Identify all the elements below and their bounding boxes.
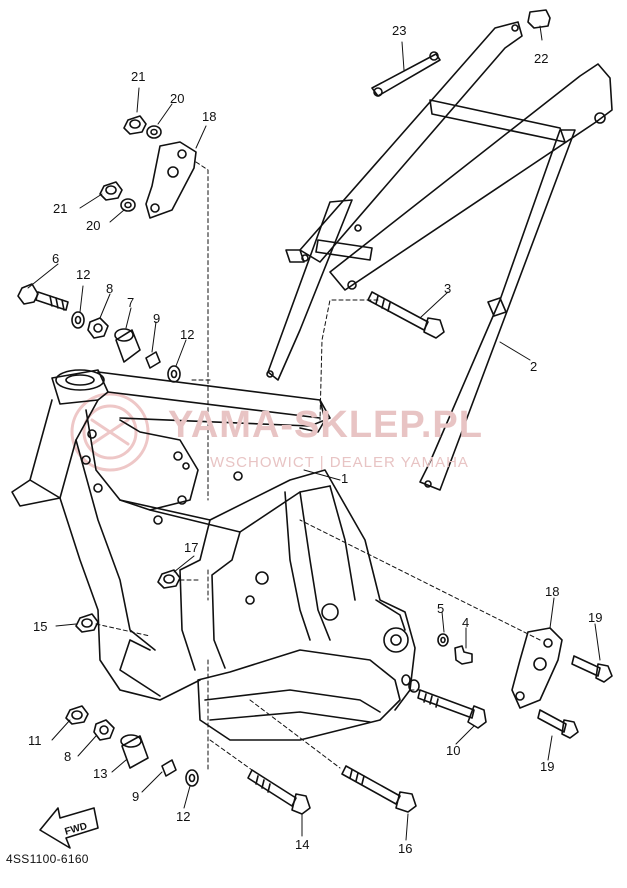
callout-3: 3 — [444, 281, 452, 296]
callout-16: 16 — [398, 841, 413, 856]
callout-4: 4 — [462, 615, 470, 630]
bushings-and-washers — [71, 311, 449, 787]
callout-15: 15 — [33, 619, 48, 634]
callout-19: 19 — [588, 610, 603, 625]
callout-12: 12 — [176, 809, 191, 824]
callout-8: 8 — [106, 281, 114, 296]
fwd-arrow-icon: FWD — [39, 807, 99, 849]
callout-19: 19 — [540, 759, 555, 774]
watermark-subtitle: WSCHOWICT | DEALER YAMAHA — [210, 454, 469, 471]
callout-20: 20 — [170, 91, 185, 106]
callout-9: 9 — [153, 311, 161, 326]
right-engine-bracket — [511, 627, 563, 709]
callout-13: 13 — [93, 766, 108, 781]
callout-7: 7 — [127, 295, 135, 310]
callout-8: 8 — [64, 749, 72, 764]
callout-22: 22 — [534, 51, 549, 66]
callout-2: 2 — [530, 359, 538, 374]
watermark-emblem — [70, 392, 150, 472]
assembly-lines — [95, 161, 541, 771]
callout-1: 1 — [341, 471, 349, 486]
upper-engine-bracket — [99, 115, 197, 219]
callout-14: 14 — [295, 837, 310, 852]
leader-lines — [27, 25, 601, 841]
callout-21: 21 — [53, 201, 68, 216]
main-frame — [11, 369, 416, 741]
watermark-title: YAMA-SKLEP.PL — [168, 404, 483, 446]
callout-6: 6 — [52, 251, 60, 266]
callout-10: 10 — [446, 743, 461, 758]
callout-18: 18 — [545, 584, 560, 599]
callout-5: 5 — [437, 601, 445, 616]
callout-12: 12 — [76, 267, 91, 282]
callout-9: 9 — [132, 789, 140, 804]
callout-18: 18 — [202, 109, 217, 124]
callout-20: 20 — [86, 218, 101, 233]
callout-23: 23 — [392, 23, 407, 38]
callout-21: 21 — [131, 69, 146, 84]
bolts — [17, 9, 613, 815]
callout-12: 12 — [180, 327, 195, 342]
rear-subframe — [266, 21, 613, 491]
callout-11: 11 — [28, 733, 42, 748]
callout-17: 17 — [184, 540, 199, 555]
diagram-code: 4SS1100-6160 — [6, 852, 89, 866]
